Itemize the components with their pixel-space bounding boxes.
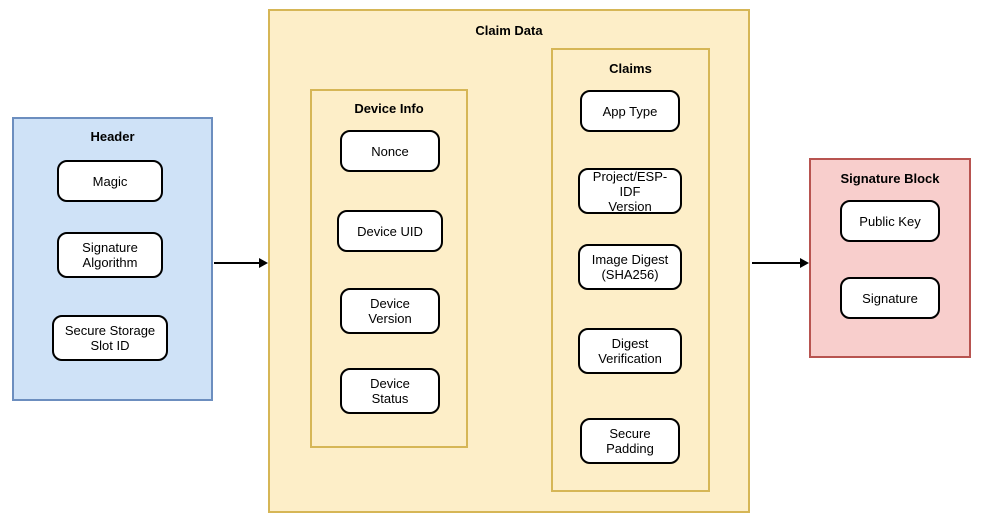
node-project-esp-idf-version[interactable]: Project/ESP-IDF Version xyxy=(578,168,682,214)
node-device-version[interactable]: Device Version xyxy=(340,288,440,334)
node-nonce[interactable]: Nonce xyxy=(340,130,440,172)
node-secure-padding[interactable]: Secure Padding xyxy=(580,418,680,464)
node-signature[interactable]: Signature xyxy=(840,277,940,319)
group-claims-title: Claims xyxy=(609,61,652,76)
node-magic[interactable]: Magic xyxy=(57,160,163,202)
group-device-info-title: Device Info xyxy=(354,101,424,116)
node-device-status[interactable]: Device Status xyxy=(340,368,440,414)
node-signature-algorithm[interactable]: Signature Algorithm xyxy=(57,232,163,278)
group-claim-data-title: Claim Data xyxy=(475,23,543,38)
group-header-title: Header xyxy=(90,129,135,144)
node-secure-storage-slot-id[interactable]: Secure Storage Slot ID xyxy=(52,315,168,361)
group-signature-block-title: Signature Block xyxy=(840,171,940,186)
node-device-uid[interactable]: Device UID xyxy=(337,210,443,252)
node-image-digest-sha256[interactable]: Image Digest (SHA256) xyxy=(578,244,682,290)
node-public-key[interactable]: Public Key xyxy=(840,200,940,242)
arrow-claim-data-to-signature-block xyxy=(752,258,809,268)
group-signature-block[interactable]: Signature Block xyxy=(809,158,971,358)
node-app-type[interactable]: App Type xyxy=(580,90,680,132)
node-digest-verification[interactable]: Digest Verification xyxy=(578,328,682,374)
arrow-header-to-claim-data xyxy=(214,258,268,268)
